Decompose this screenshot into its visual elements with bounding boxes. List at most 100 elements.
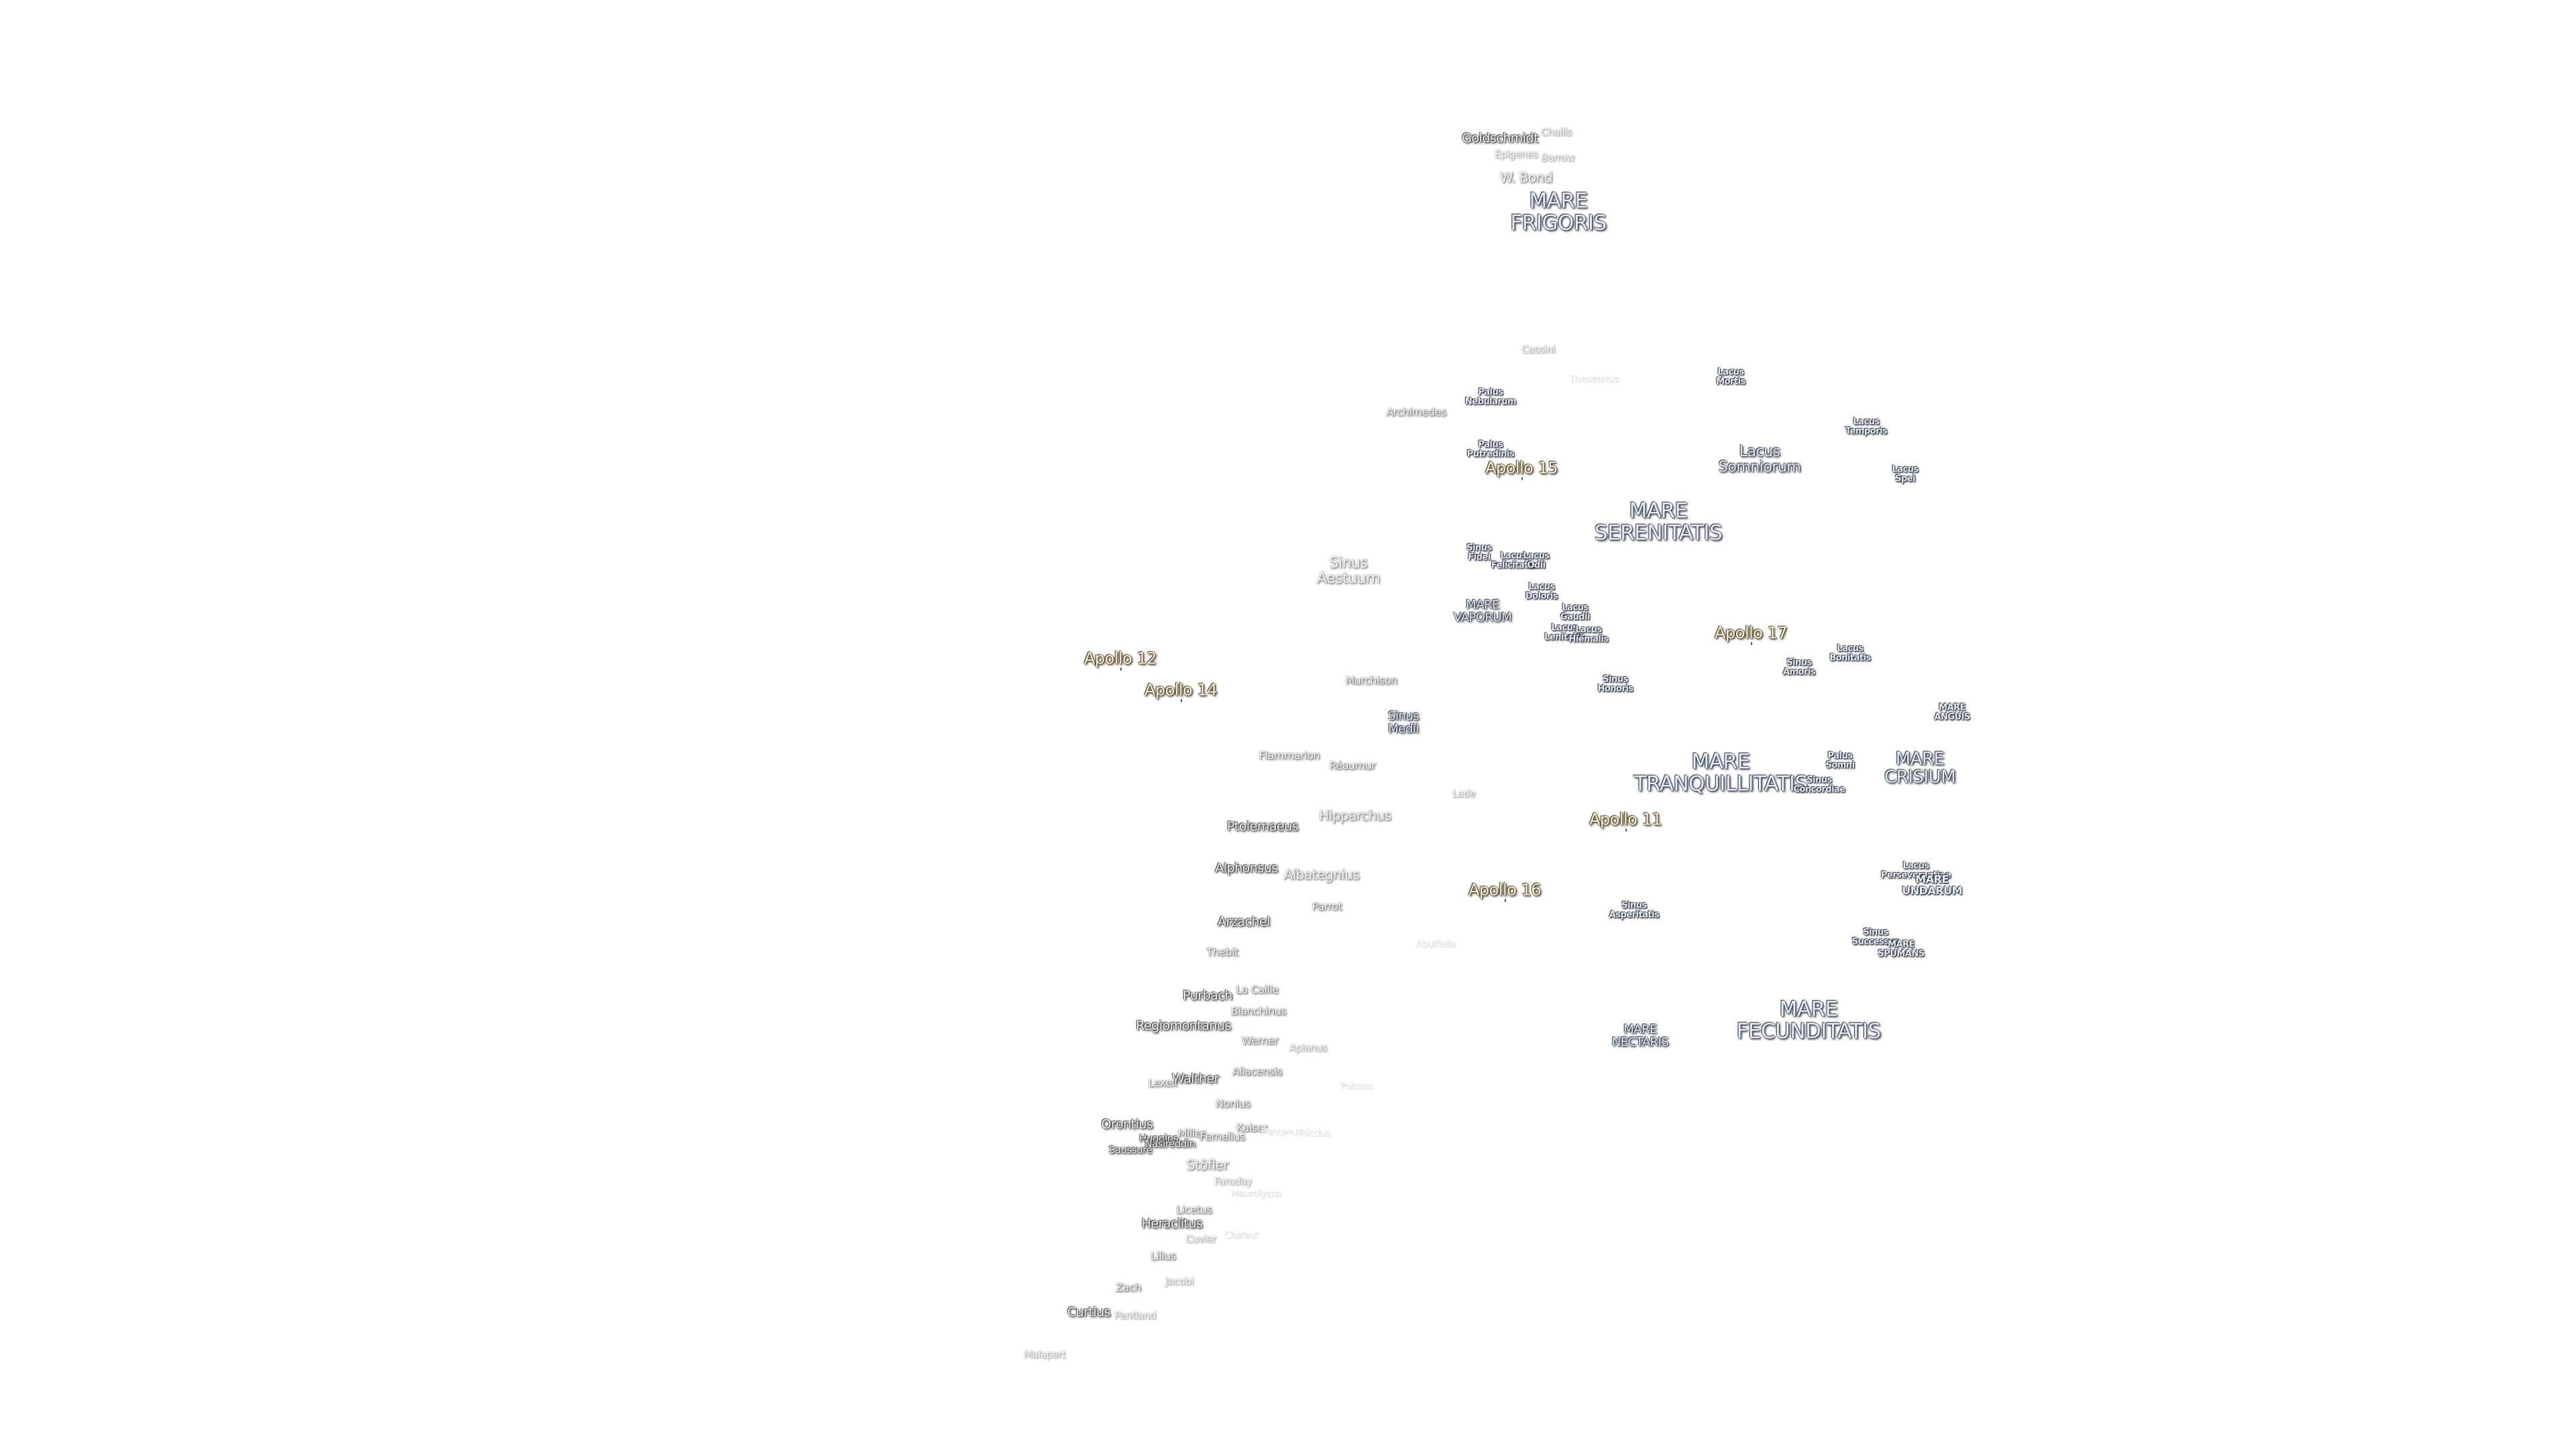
- label-apianus[interactable]: Apianus: [1289, 1042, 1328, 1054]
- label-line: Barrow: [1541, 152, 1574, 164]
- label-miller[interactable]: Miller: [1178, 1128, 1205, 1140]
- label-line: Palus: [1478, 439, 1503, 450]
- label-werner[interactable]: Werner: [1242, 1035, 1279, 1047]
- label-apollo-12[interactable]: Apollo 12: [1084, 650, 1157, 671]
- label-reaumur[interactable]: Réaumur: [1330, 760, 1377, 772]
- label-cassini[interactable]: Cassini: [1521, 344, 1555, 356]
- label-orontius[interactable]: Orontius: [1102, 1118, 1153, 1132]
- label-faraday[interactable]: Faraday: [1214, 1176, 1252, 1187]
- label-cuvier[interactable]: Cuvier: [1185, 1234, 1216, 1245]
- label-aliacensis[interactable]: Aliacensis: [1232, 1066, 1283, 1078]
- label-nasireddin[interactable]: Nasireddin: [1144, 1138, 1195, 1150]
- label-kaiser[interactable]: Kaiser: [1236, 1122, 1268, 1134]
- label-epigenes[interactable]: Epigenes: [1495, 149, 1538, 160]
- label-la-caille[interactable]: La Caille: [1236, 984, 1279, 996]
- label-faint-3[interactable]: Poisson: [1340, 1081, 1373, 1092]
- label-barrow[interactable]: Barrow: [1541, 152, 1574, 164]
- label-murchison[interactable]: Murchison: [1345, 675, 1397, 687]
- label-purbach[interactable]: Purbach: [1183, 989, 1232, 1003]
- label-lexell[interactable]: Lexell: [1148, 1077, 1177, 1089]
- label-apollo-14[interactable]: Apollo 14: [1144, 682, 1218, 702]
- label-lilius[interactable]: Lilius: [1150, 1250, 1176, 1263]
- label-arzachel[interactable]: Arzachel: [1218, 915, 1270, 929]
- label-ptolemaeus[interactable]: Ptolemaeus: [1227, 820, 1299, 834]
- label-zach[interactable]: Zach: [1116, 1282, 1141, 1294]
- label-pentland[interactable]: Pentland: [1114, 1310, 1156, 1322]
- label-heraclitus[interactable]: Heraclitus: [1142, 1217, 1203, 1231]
- label-line: Licetus: [1176, 1203, 1212, 1216]
- label-apollo-15[interactable]: Apollo 15: [1485, 460, 1558, 480]
- label-parrot[interactable]: Parrot: [1312, 901, 1342, 913]
- label-faint-4[interactable]: Pontanus: [1261, 1127, 1302, 1138]
- label-goldschmidt[interactable]: Goldschmidt: [1462, 131, 1538, 146]
- label-apollo-11[interactable]: Apollo 11: [1589, 811, 1662, 832]
- label-faint-7[interactable]: Clairaut: [1224, 1230, 1258, 1241]
- label-faint-5[interactable]: Riccius: [1299, 1128, 1330, 1139]
- label-curtius[interactable]: Curtius: [1067, 1305, 1111, 1320]
- label-stoefler[interactable]: Stöfler: [1187, 1158, 1229, 1173]
- label-nonius[interactable]: Nonius: [1216, 1098, 1250, 1110]
- label-fernelius[interactable]: Fernelius: [1199, 1131, 1245, 1143]
- label-lade[interactable]: Lade: [1452, 788, 1476, 800]
- label-alphonsus[interactable]: Alphonsus: [1215, 861, 1278, 875]
- label-faint-6[interactable]: Maurolycus: [1231, 1189, 1281, 1199]
- label-saussure[interactable]: Saussure: [1108, 1144, 1152, 1157]
- label-huggins[interactable]: Huggins: [1139, 1133, 1178, 1144]
- label-flammarion[interactable]: Flammarion: [1259, 750, 1320, 762]
- label-albategnius[interactable]: Albategnius: [1284, 867, 1360, 882]
- label-w-bond[interactable]: W. Bond: [1500, 170, 1553, 185]
- label-line: Saussure: [1108, 1144, 1152, 1157]
- label-faint-1[interactable]: Theaetetus: [1569, 374, 1619, 385]
- label-line: Miller: [1177, 1126, 1205, 1140]
- label-licetus[interactable]: Licetus: [1176, 1203, 1212, 1216]
- label-hipparchus[interactable]: Hipparchus: [1319, 808, 1391, 823]
- label-line: Sinus: [1621, 900, 1647, 911]
- label-line: Somniorum: [1718, 459, 1801, 476]
- label-regiomontanus[interactable]: Regiomontanus: [1136, 1019, 1231, 1033]
- label-apollo-16[interactable]: Apollo 16: [1468, 881, 1542, 902]
- label-blanchinus[interactable]: Blanchinus: [1231, 1006, 1287, 1018]
- label-walther[interactable]: Walther: [1172, 1072, 1220, 1086]
- label-apollo-17[interactable]: Apollo 17: [1715, 625, 1788, 645]
- label-malapert[interactable]: Malapert: [1024, 1349, 1066, 1360]
- label-challis[interactable]: Challis: [1541, 127, 1572, 138]
- label-faint-2[interactable]: Abulfeda: [1416, 939, 1456, 950]
- label-thebit[interactable]: Thebit: [1206, 947, 1238, 959]
- label-jacobi[interactable]: Jacobi: [1165, 1276, 1193, 1287]
- label-archimedes[interactable]: Archimedes: [1386, 407, 1446, 419]
